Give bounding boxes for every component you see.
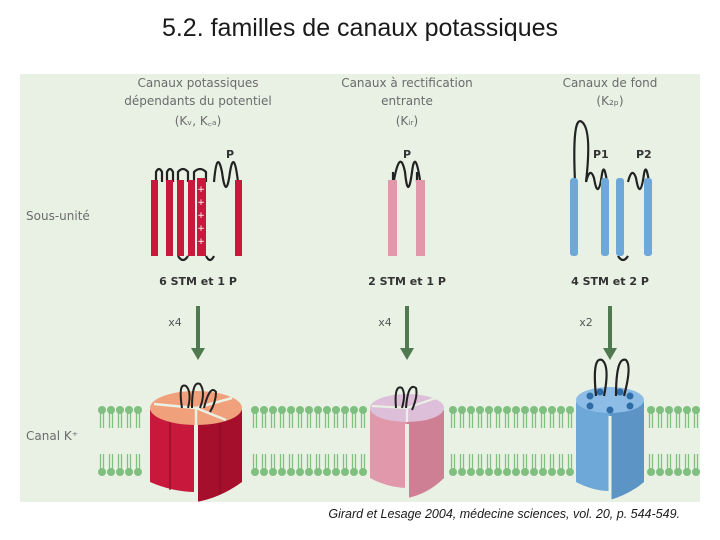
subunit-caption: 6 STM et 1 P bbox=[159, 275, 237, 288]
channel-kv bbox=[150, 382, 242, 502]
down-arrow-icon bbox=[191, 306, 205, 360]
svg-text:+: + bbox=[197, 237, 205, 247]
heading-line: Canaux à rectification bbox=[341, 76, 473, 90]
heading-line: (Kᵢᵣ) bbox=[396, 114, 418, 128]
subunit-caption: 2 STM et 1 P bbox=[368, 275, 446, 288]
subunit-kir: P bbox=[388, 148, 425, 256]
heading-line: entrante bbox=[381, 94, 433, 108]
heading-line: Canaux potassiques bbox=[138, 76, 259, 90]
slide-title: 5.2. familles de canaux potassiques bbox=[161, 14, 559, 42]
citation: Girard et Lesage 2004, médecine sciences… bbox=[328, 507, 680, 521]
down-arrow-icon bbox=[400, 306, 414, 360]
channel-kir bbox=[370, 386, 444, 498]
svg-text:+: + bbox=[197, 224, 205, 234]
svg-text:+: + bbox=[197, 185, 205, 195]
channel-k2p bbox=[576, 358, 644, 500]
pore-label: P bbox=[403, 148, 411, 161]
potassium-channel-diagram: Canaux potassiques dépendants du potenti… bbox=[26, 76, 701, 502]
subunit-caption: 4 STM et 2 P bbox=[571, 275, 649, 288]
heading-line: dépendants du potentiel bbox=[124, 94, 271, 108]
row-label-channel: Canal K⁺ bbox=[26, 429, 78, 443]
down-arrow-icon bbox=[603, 306, 617, 360]
column-heading-k2p: Canaux de fond (K₂ₚ) bbox=[563, 76, 658, 108]
pore-label: P1 bbox=[593, 148, 609, 161]
svg-text:+: + bbox=[197, 211, 205, 221]
multiplier-label: x4 bbox=[168, 316, 182, 329]
subunit-k2p: P1 P2 bbox=[570, 120, 652, 262]
figure-panel: Canaux potassiques dépendants du potenti… bbox=[20, 74, 701, 502]
row-label-subunit: Sous-unité bbox=[26, 209, 90, 223]
column-heading-kv: Canaux potassiques dépendants du potenti… bbox=[124, 76, 271, 128]
heading-line: (Kᵥ, K꜀ₐ) bbox=[175, 114, 222, 128]
pore-label: P bbox=[226, 148, 234, 161]
multiplier-label: x2 bbox=[579, 316, 593, 329]
column-heading-kir: Canaux à rectification entrante (Kᵢᵣ) bbox=[341, 76, 473, 128]
pore-label: P2 bbox=[636, 148, 652, 161]
multiplier-label: x4 bbox=[378, 316, 392, 329]
heading-line: (K₂ₚ) bbox=[596, 94, 623, 108]
svg-text:+: + bbox=[197, 198, 205, 208]
subunit-kv: P + + + + + bbox=[151, 148, 242, 262]
heading-line: Canaux de fond bbox=[563, 76, 658, 90]
